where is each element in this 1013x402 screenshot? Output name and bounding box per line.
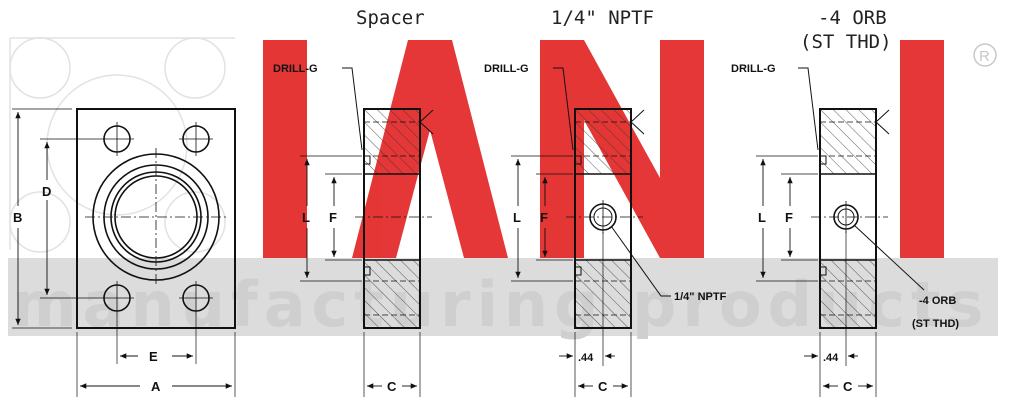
flange-outline xyxy=(76,108,236,329)
dim-l-label: L xyxy=(513,210,521,225)
side-view-spacer: DRILL-G L F C xyxy=(273,63,434,397)
nptf-port-callout: 1/4" NPTF xyxy=(674,291,727,303)
title-orb-line1: -4 ORB xyxy=(818,7,887,29)
drill-callout: DRILL-G xyxy=(731,63,776,75)
title-nptf: 1/4" NPTF xyxy=(551,7,654,29)
dim-f-label: F xyxy=(540,210,548,225)
dim-l-label: L xyxy=(758,210,766,225)
dim-f-label: F xyxy=(785,210,793,225)
dim-l-label: L xyxy=(302,210,310,225)
dim-d-label: D xyxy=(42,184,51,199)
dim-c-label: C xyxy=(387,379,397,394)
orb-port-callout-line2: (ST THD) xyxy=(912,318,959,330)
registered-mark: R xyxy=(979,48,990,65)
dim-c-label: C xyxy=(843,379,853,394)
drill-callout: DRILL-G xyxy=(484,63,529,75)
dim-e-label: E xyxy=(149,349,158,364)
dim-offset-label: .44 xyxy=(823,352,839,364)
front-view xyxy=(12,108,236,397)
dim-b-label: B xyxy=(13,210,22,225)
dim-a-label: A xyxy=(151,379,161,394)
side-view-orb: DRILL-G L F .44 C -4 ORB (ST THD) xyxy=(731,63,959,397)
registered-mark-icon xyxy=(973,43,997,67)
dim-f-label: F xyxy=(329,210,337,225)
orb-port-callout-line1: -4 ORB xyxy=(919,295,956,307)
title-spacer: Spacer xyxy=(356,7,425,29)
drill-callout: DRILL-G xyxy=(273,63,318,75)
dim-offset-label: .44 xyxy=(578,352,594,364)
side-view-nptf: DRILL-G L F .44 C 1/4" NPTF xyxy=(484,63,727,397)
title-orb-line2: (ST THD) xyxy=(800,31,892,53)
dim-c-label: C xyxy=(598,379,608,394)
